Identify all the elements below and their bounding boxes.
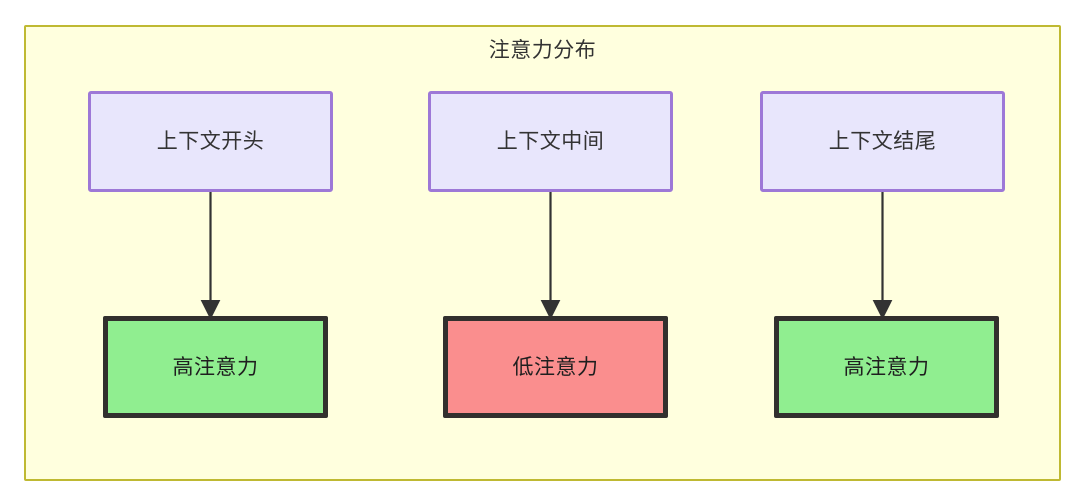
node-low-attention-middle[interactable]: 低注意力 (443, 316, 668, 418)
node-label: 高注意力 (172, 355, 259, 379)
node-label: 高注意力 (843, 355, 930, 379)
node-label: 上下文中间 (496, 130, 605, 153)
node-context-start[interactable]: 上下文开头 (88, 91, 333, 192)
node-context-end[interactable]: 上下文结尾 (760, 91, 1005, 192)
node-high-attention-end[interactable]: 高注意力 (774, 316, 999, 418)
node-label: 低注意力 (512, 355, 599, 379)
node-label: 上下文开头 (156, 130, 265, 153)
node-high-attention-start[interactable]: 高注意力 (103, 316, 328, 418)
node-label: 上下文结尾 (828, 130, 937, 153)
node-context-middle[interactable]: 上下文中间 (428, 91, 673, 192)
subgraph-title: 注意力分布 (488, 39, 597, 62)
